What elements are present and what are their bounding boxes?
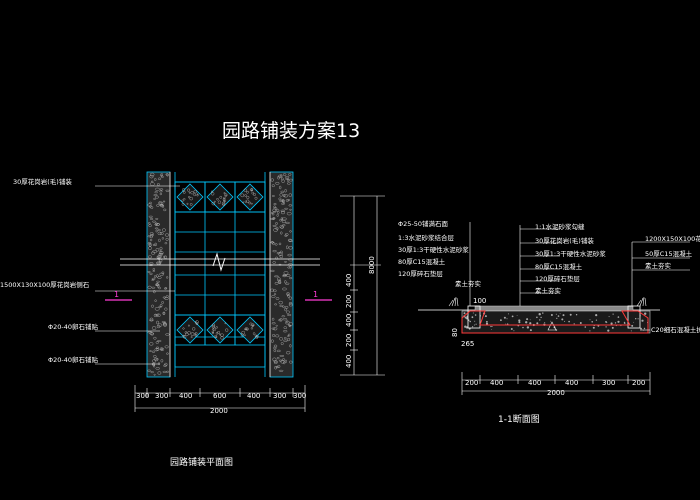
section-curb-right [627,305,641,329]
section-dim-5: 300 [602,379,615,387]
section-mark-label-right: 1 [313,290,318,299]
section-dim-small-top: 100 [473,297,486,305]
section-left-label-3: 30厚1:3干硬性水泥砂浆 [398,245,469,254]
section-label-corner: C20细石混凝土护角 [651,325,700,334]
section-center-label-5: 120厚碎石垫层 [535,274,580,283]
section-view: Φ25-50铺满石面 1:3水泥砂浆结合层 30厚1:3干硬性水泥砂浆 80厚C… [398,219,700,425]
section-dims-bottom [461,372,651,395]
section-curb-left [467,305,481,329]
section-dim-6: 200 [632,379,645,387]
plan-label-pebble-2: Φ20-40卵石铺贴 [48,355,99,364]
section-dim-1: 200 [465,379,478,387]
section-center-label-6: 素土夯实 [535,286,562,295]
plan-dim-4: 600 [213,392,226,400]
plan-view: 30厚花岗岩(毛)铺装 1500X130X100厚花岗岩侧石 Φ20-40卵石铺… [0,171,385,468]
section-center-label-1: 1:1水泥砂浆勾缝 [535,222,585,231]
plan-dims-right [340,195,385,376]
section-corner-outline [461,310,649,334]
section-center-label-2: 30厚花岗岩(毛)铺装 [535,236,594,245]
section-left-label-5: 120厚碎石垫层 [398,269,443,278]
plan-dim-right-total: 8000 [368,256,376,274]
section-left-label-6: 素土夯实 [455,279,482,288]
plan-dim-right-4: 200 [345,334,353,347]
plan-dim-1: 300 [136,392,149,400]
plan-dim-3: 400 [179,392,192,400]
plan-dim-2: 300 [155,392,168,400]
section-mark-label-left: 1 [114,290,119,299]
section-dim-4: 400 [565,379,578,387]
plan-dim-6: 300 [273,392,286,400]
section-center-label-3: 30厚1:3干硬性水泥砂浆 [535,249,606,258]
plan-label-paving: 30厚花岗岩(毛)铺装 [13,177,72,186]
section-right-label-1: 1200X150X100花岗岩 [645,234,700,243]
section-center-label-4: 80厚C15混凝土 [535,262,583,271]
plan-dim-right-2: 200 [345,295,353,308]
pebble-dots [147,172,294,376]
plan-dim-total: 2000 [210,407,228,415]
section-caption: 1-1断面图 [498,413,540,425]
section-dim-3: 400 [528,379,541,387]
break-symbol [212,252,226,272]
diamond-panels [174,181,266,346]
plan-dim-right-5: 400 [345,355,353,368]
plan-label-curb: 1500X130X100厚花岗岩侧石 [0,280,90,289]
grass-tufts [448,296,647,307]
section-right-label-2: 50厚C15混凝土 [645,249,693,258]
plan-dims-bottom [134,385,306,412]
section-left-label-1: Φ25-50铺满石面 [398,219,449,228]
section-dim-small-bottom: 265 [461,340,474,348]
plan-label-pebble-1: Φ20-40卵石铺贴 [48,322,99,331]
section-dim-total: 2000 [547,389,565,397]
plan-caption: 园路铺装平面图 [170,456,233,468]
section-right-label-3: 素土夯实 [645,261,672,270]
section-left-label-2: 1:3水泥砂浆结合层 [398,233,454,242]
plan-dim-right-3: 400 [345,314,353,327]
section-left-label-4: 80厚C15混凝土 [398,257,446,266]
section-paving-layer [474,305,634,312]
section-dim-2: 400 [490,379,503,387]
drawing-title: 园路铺装方案13 [222,120,360,142]
plan-dim-right-1: 400 [345,274,353,287]
section-dim-small-left: 80 [451,328,459,337]
plan-dim-7: 300 [293,392,306,400]
plan-dim-5: 400 [247,392,260,400]
